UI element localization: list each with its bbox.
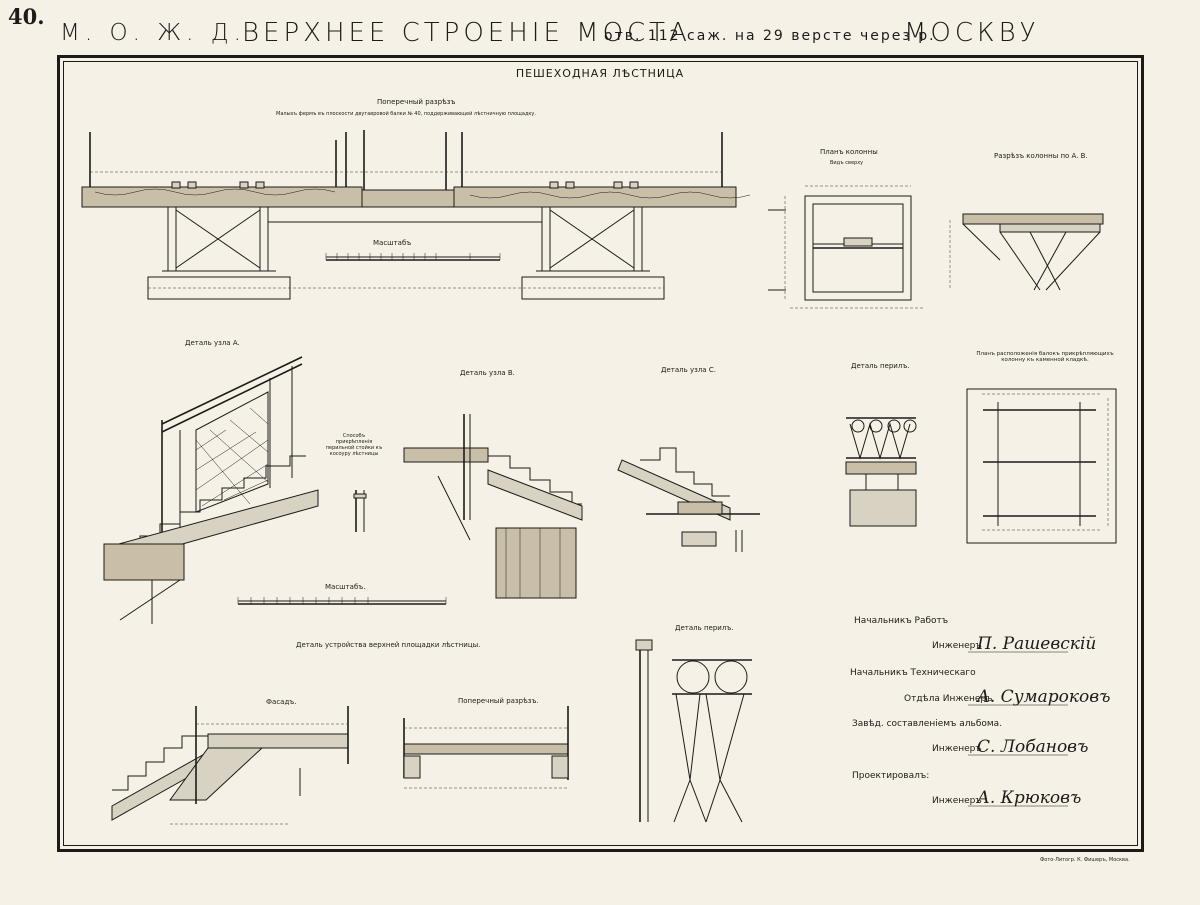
landing-section-title: Поперечный разрѣзъ. [458,697,539,705]
upper-landing-section-drawing [403,706,569,789]
sheet-main-title: ВЕРХНЕЕ СТРОЕНІЕ МОСТА [242,18,691,48]
upper-landing-facade-drawing [111,706,349,825]
detail-c-drawing [617,447,760,552]
designed-label: Проектировалъ: [852,771,930,781]
railing-detail-2-title: Деталь перилъ. [675,624,734,632]
signature-1: П. Рашевскій [977,634,1097,654]
sheet-subtitle: отв. 112 саж. на 29 версте через р. [604,28,936,44]
drawing-frame-inner [63,61,1138,846]
facade-title: Фасадъ. [266,698,297,706]
column-plan-subtitle: Видъ сверху [830,160,864,166]
beam-plan-drawing [966,388,1117,544]
signature-3: С. Лобановъ [977,737,1089,757]
engineer-label-1: Инженеръ [932,641,982,651]
signature-rules [968,651,1068,807]
drawing-title: ПЕШЕХОДНАЯ ЛѢСТНИЦА [515,67,685,80]
upper-landing-title: Деталь устройства верхней площадки лѣстн… [296,641,481,649]
detail-b-title: Деталь узла B. [460,369,515,377]
drawing-frame-outer [57,55,1144,852]
chief-works-label: Начальникъ Работъ [854,616,949,626]
column-plan-drawing [768,185,925,309]
railing-detail-title: Деталь перилъ. [851,362,910,370]
detail-c-title: Деталь узла C. [661,366,716,374]
column-plan-title: Планъ колонны [820,148,878,156]
page-number: 40. [8,4,45,29]
engineer-label-4: Инженеръ [932,796,982,806]
album-head-label: Завѣд. составленіемъ альбома. [852,719,1003,729]
signature-2: А. Сумароковъ [977,687,1111,707]
dept-engineer-label: Отдѣла Инженеръ [904,694,993,704]
detail-b-drawing [403,414,583,599]
cross-section-caption: Малыхъ фермъ въ плоскости двутавровой ба… [276,111,536,117]
detail-a-drawing [103,356,367,624]
railway-code: М. О. Ж. Д. [60,20,246,46]
river-name: МОСКВУ [904,18,1040,48]
railing-detail-drawing [845,417,917,527]
cross-section-title: Поперечный разрѣзъ [377,98,456,106]
column-section-title: Разрѣзъ колонны по A. B. [994,152,1088,160]
signature-4: А. Крюковъ [977,788,1082,808]
detail-a-note: Способъ прикрѣпленія перильной стойки къ… [325,433,383,457]
railing-detail-2-drawing [635,639,752,823]
cross-section-drawing [81,130,751,300]
scale-bar-bottom [237,597,447,605]
scale-label-bottom: Масштабъ. [325,583,366,591]
scale-label-top: Масштабъ [373,239,412,247]
printer-credit: Фото-Литогр. К. Фишеръ, Москва. [1040,857,1130,863]
column-section-drawing [949,213,1104,291]
chief-tech-label: Начальникъ Техническаго [850,668,976,678]
detail-a-title: Деталь узла A. [185,339,240,347]
beam-plan-title: Планъ расположенія балокъ прикрѣпляющихъ… [976,351,1114,363]
engineer-label-3: Инженеръ [932,744,982,754]
